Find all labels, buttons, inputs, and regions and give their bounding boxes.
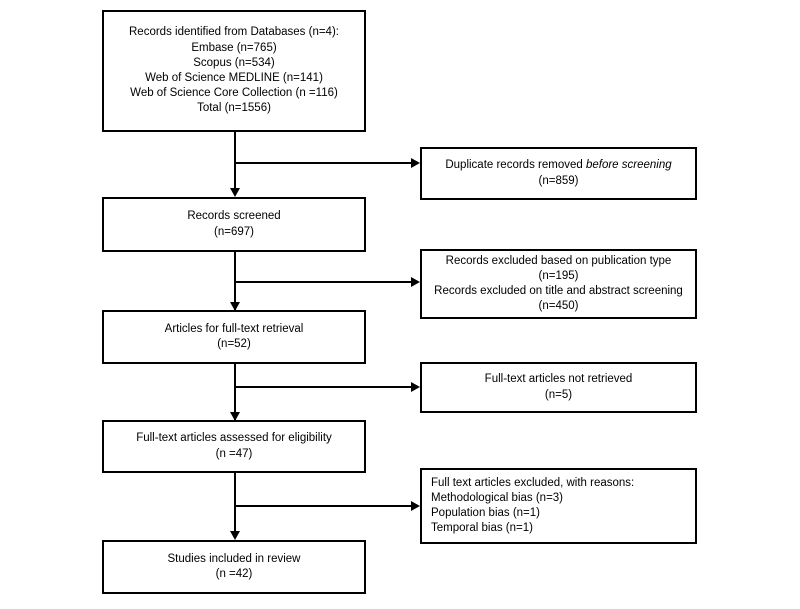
excluded-reasons-line-2: Methodological bias (n=3) (431, 491, 564, 504)
connector-assessed-to-included (234, 473, 236, 535)
records-excluded-line-1: Records excluded based on publication ty… (445, 254, 672, 267)
records-excluded-line-2: (n=195) (538, 269, 579, 282)
studies-included-line-2: (n =42) (215, 568, 253, 580)
records-identified-line-6: Total (n=1556) (197, 102, 271, 115)
records-excluded-box: Records excluded based on publication ty… (420, 249, 697, 319)
full-text-excluded-reasons-box: Full text articles excluded, with reason… (420, 468, 697, 544)
duplicate-records-line-2: (n=859) (538, 174, 579, 187)
duplicate-records-emphasis: before screening (585, 159, 672, 172)
records-screened-box: Records screened (n=697) (102, 197, 366, 252)
arrow-down-to-assessed (230, 412, 240, 421)
full-text-not-retrieved-box: Full-text articles not retrieved (n=5) (420, 362, 697, 413)
arrow-right-to-duplicates (411, 158, 420, 168)
records-screened-line-1: Records screened (187, 210, 281, 223)
not-retrieved-line-1: Full-text articles not retrieved (484, 373, 633, 386)
records-identified-box: Records identified from Databases (n=4):… (102, 10, 366, 132)
studies-included-line-1: Studies included in review (167, 552, 301, 565)
connector-retrieval-to-assessed (234, 362, 236, 420)
studies-included-box: Studies included in review (n =42) (102, 540, 366, 594)
excluded-reasons-line-4: Temporal bias (n=1) (431, 522, 533, 535)
articles-retrieval-line-2: (n=52) (217, 338, 251, 350)
connector-branch-to-excluded (234, 281, 412, 283)
articles-full-text-retrieval-box: Articles for full-text retrieval (n=52) (102, 310, 366, 364)
connector-identification-to-screened (234, 130, 236, 192)
connector-branch-to-not-retrieved (234, 386, 412, 388)
records-screened-line-2: (n=697) (214, 225, 254, 238)
records-identified-line-2: Embase (n=765) (191, 41, 277, 54)
records-identified-line-5: Web of Science Core Collection (n =116) (130, 87, 338, 100)
duplicate-records-text: Duplicate records removed (445, 159, 586, 172)
assessed-line-2: (n =47) (215, 447, 253, 460)
arrow-right-to-excluded (411, 277, 420, 287)
connector-branch-to-duplicates (234, 162, 412, 164)
records-identified-line-4: Web of Science MEDLINE (n=141) (145, 72, 323, 84)
excluded-reasons-line-1: Full text articles excluded, with reason… (431, 476, 635, 489)
records-identified-line-3: Scopus (n=534) (193, 56, 275, 69)
not-retrieved-line-2: (n=5) (544, 388, 573, 401)
records-excluded-line-3: Records excluded on title and abstract s… (434, 285, 683, 297)
arrow-down-to-included (230, 531, 240, 540)
excluded-reasons-line-3: Population bias (n=1) (431, 507, 541, 519)
duplicate-records-line-1: Duplicate records removed before screeni… (445, 158, 671, 173)
arrow-down-to-records-screened (230, 188, 240, 197)
records-excluded-line-4: (n=450) (538, 300, 579, 313)
arrow-down-to-retrieval (230, 302, 240, 311)
connector-branch-to-excluded-reasons (234, 505, 412, 507)
arrow-right-to-excluded-reasons (411, 501, 420, 511)
arrow-right-to-not-retrieved (411, 382, 420, 392)
articles-retrieval-line-1: Articles for full-text retrieval (164, 322, 304, 335)
records-identified-line-1: Records identified from Databases (n=4): (129, 26, 339, 39)
duplicate-records-removed-box: Duplicate records removed before screeni… (420, 147, 697, 200)
assessed-line-1: Full-text articles assessed for eligibil… (136, 432, 332, 445)
full-text-assessed-box: Full-text articles assessed for eligibil… (102, 420, 366, 473)
